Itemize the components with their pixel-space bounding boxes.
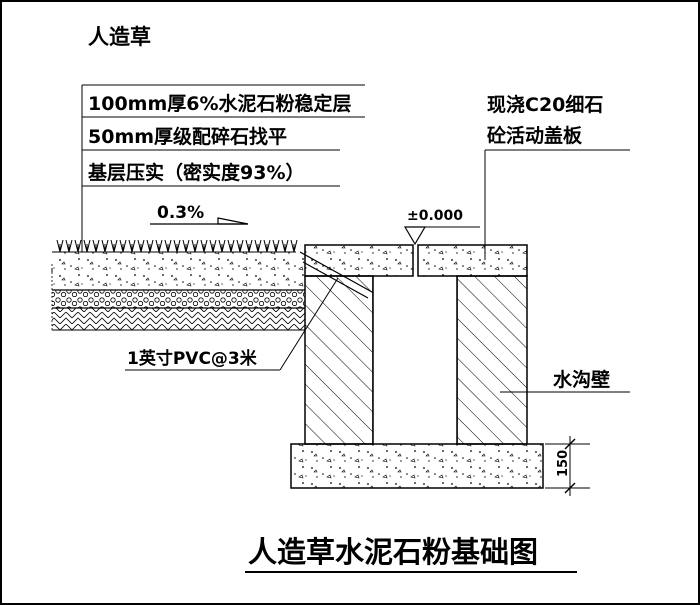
cover-label-line2: 砼活动盖板 <box>487 124 583 147</box>
gravel-layer <box>52 290 305 308</box>
right-trench-wall <box>456 275 528 445</box>
pvc-pipe-top <box>299 251 373 293</box>
slope-indicator <box>150 217 249 225</box>
cover-label-line1: 现浇C20细石 <box>487 93 603 116</box>
grass-tuft <box>83 239 91 253</box>
ground-layers <box>51 239 305 331</box>
grass-tuft <box>92 239 100 253</box>
grass-tuft <box>290 239 298 253</box>
slope-label: 0.3% <box>157 203 204 223</box>
grass-tuft <box>128 239 136 253</box>
stabilized-layer <box>52 252 305 290</box>
grass-tufts <box>56 239 298 253</box>
cover-slab-left <box>304 244 414 277</box>
dimension-label: 150 <box>556 450 571 477</box>
grass-tuft <box>254 239 262 253</box>
layer2-label: 50mm厚级配碎石找平 <box>88 125 287 148</box>
grass-tuft <box>209 239 217 253</box>
grass-tuft <box>245 239 253 253</box>
grass-tuft <box>281 239 289 253</box>
grass-tuft <box>182 239 190 253</box>
grass-tuft <box>218 239 226 253</box>
grass-tuft <box>272 239 280 253</box>
grass-tuft <box>65 239 73 253</box>
grass-tuft <box>74 239 82 253</box>
cover-slab-right <box>417 244 528 277</box>
base-footing <box>290 443 544 489</box>
grass-tuft <box>227 239 235 253</box>
layer3-label: 基层压实（密实度93%） <box>87 161 304 184</box>
wall-label: 水沟壁 <box>553 368 610 391</box>
grass-tuft <box>164 239 172 253</box>
elevation-marker <box>403 226 480 246</box>
pipe-label: 1英寸PVC@3米 <box>127 348 258 369</box>
layer1-label: 100mm厚6%水泥石粉稳定层 <box>88 92 352 115</box>
elevation-label: ±0.000 <box>407 208 463 224</box>
grass-tuft <box>155 239 163 253</box>
drawing-title: 人造草水泥石粉基础图 <box>248 535 538 569</box>
grass-tuft <box>236 239 244 253</box>
grass-tuft <box>173 239 181 253</box>
drain-channel <box>373 276 457 444</box>
grass-tuft <box>110 239 118 253</box>
grass-tuft <box>119 239 127 253</box>
dimension-150 <box>545 436 590 496</box>
pvc-pipe-bottom <box>302 261 369 299</box>
grass-tuft <box>101 239 109 253</box>
grass-tuft <box>137 239 145 253</box>
turf-label: 人造草 <box>88 25 151 49</box>
grass-tuft <box>200 239 208 253</box>
left-trench-wall <box>304 275 374 445</box>
trench-drain <box>290 244 544 489</box>
compacted-base-layer <box>52 308 305 330</box>
grass-tuft <box>146 239 154 253</box>
grass-tuft <box>191 239 199 253</box>
grass-tuft <box>263 239 271 253</box>
grass-tuft <box>56 239 64 253</box>
